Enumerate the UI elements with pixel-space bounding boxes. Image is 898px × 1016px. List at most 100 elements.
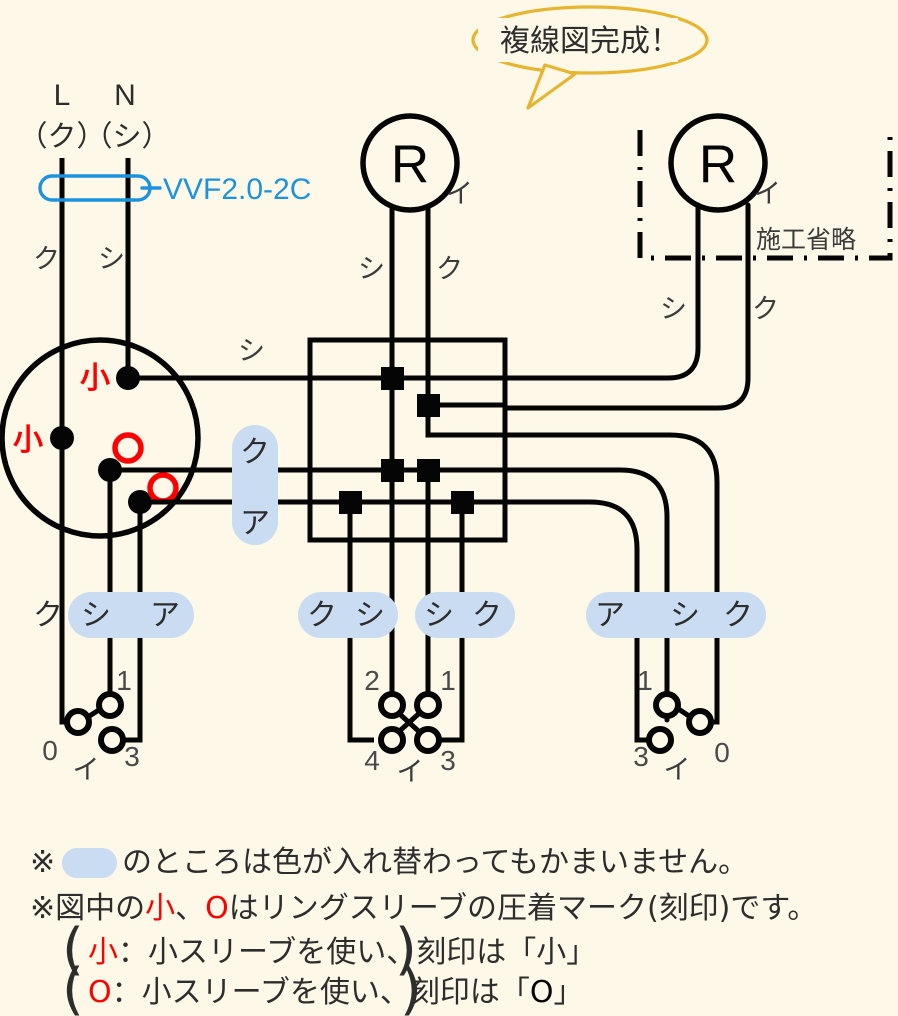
connector-square-5 <box>339 491 362 514</box>
note4-black-o: O <box>530 975 554 1010</box>
switch-mid-num-2: 2 <box>364 665 380 696</box>
lamp-right-group: R イ 施工省略 シ ク <box>502 113 893 411</box>
switch-mid-terminal-1[interactable] <box>414 691 442 719</box>
lamp-center-name: イ <box>446 179 473 210</box>
outlet-group: シ 小 小 ク ア <box>0 336 348 720</box>
outlet-vertical-highlight-pill <box>232 425 278 545</box>
switch-left-name: イ <box>73 755 100 786</box>
switch-mid-num-3: 3 <box>440 745 456 776</box>
switch-left-num-3: 3 <box>124 741 140 772</box>
note2-red-sho: 小 <box>145 891 175 926</box>
outlet-node-neutral <box>116 366 140 390</box>
source-neutral-wire-kana: シ <box>98 244 125 275</box>
note-paren-open-top: ( <box>62 917 84 982</box>
note4-text-b: 」 <box>553 975 583 1010</box>
note1-text: のところは色が入れ替わってもかまいません。 <box>122 845 748 880</box>
outlet-circle <box>0 337 201 539</box>
switch-right-terminal-3[interactable] <box>646 726 674 754</box>
svg-text:※図中の小、Oはリングスリーブの圧着マーク(刻印)です。: ※図中の小、Oはリングスリーブの圧着マーク(刻印)です。 <box>30 891 817 926</box>
source-live-wire-kana: ク <box>33 244 60 275</box>
svg-text:小：小スリーブを使い、刻印は「小」: 小：小スリーブを使い、刻印は「小」 <box>88 935 596 970</box>
switch-left-terminal-1[interactable] <box>96 691 124 719</box>
power-source-group: L N （ク） （シ） VVF2.0-2C ク シ <box>18 79 311 438</box>
lamp-right-symbol-letter: R <box>699 135 737 194</box>
source-neutral-letter: N <box>114 79 136 112</box>
outlet-sleeve-top: 小 <box>80 361 110 396</box>
switch-mid-label-b1: ク <box>472 598 502 633</box>
switch-left-num-0: 0 <box>42 735 58 766</box>
switch-mid-terminal-2[interactable] <box>378 691 406 719</box>
outlet-pill-lower-kana: ア <box>240 506 270 541</box>
switch-right-label-0: ア <box>595 598 625 633</box>
balloon-callout: 複線図完成！ <box>471 5 709 110</box>
connector-square-4 <box>417 459 440 482</box>
vvf-cable-marker <box>38 174 162 202</box>
switch-mid-num-4: 4 <box>364 745 380 776</box>
source-live-kana: （ク） <box>18 119 105 153</box>
switch-left-group: 0 1 3 イ <box>42 665 143 786</box>
connector-square-2 <box>417 394 440 417</box>
note-paren-open-bottom: ( <box>62 957 84 1016</box>
switch-right-label-2: ク <box>723 598 753 633</box>
vvf-cable-label: VVF2.0-2C <box>163 173 311 206</box>
outlet-sleeve-left: 小 <box>13 423 43 458</box>
note4-text-a: ：小スリーブを使い、刻印は「 <box>112 975 530 1010</box>
switch-right-num-3: 3 <box>633 741 649 772</box>
note2-comma: 、 <box>175 891 205 926</box>
switch-mid-label-a1: シ <box>355 598 385 633</box>
highlight-pill-right <box>586 592 766 638</box>
junction-box-outline <box>307 337 508 543</box>
switch-right-num-0: 0 <box>714 737 730 768</box>
note2-rest: はリングスリーブの圧着マーク(刻印)です。 <box>229 891 818 926</box>
lamp-center-right-wire-kana: ク <box>436 254 463 285</box>
switch-right-terminal-0[interactable] <box>686 708 714 736</box>
lamp-center-left-wire-kana: シ <box>358 254 385 285</box>
note-paren-close-bottom: ) <box>400 957 422 1016</box>
switch-right-terminal-1[interactable] <box>653 691 681 719</box>
switch-left-label-2: ア <box>150 598 180 633</box>
switch-left-terminal-3[interactable] <box>98 726 126 754</box>
balloon-text: 複線図完成！ <box>500 24 680 59</box>
connector-square-1 <box>381 367 404 390</box>
switch-mid-name: イ <box>397 757 424 788</box>
outlet-pill-upper-kana: ク <box>240 435 270 470</box>
switch-right-name: イ <box>664 755 691 786</box>
switch-mid-label-a0: ク <box>307 598 337 633</box>
lamp-right-left-wire-kana: シ <box>660 294 687 325</box>
kana-label-row: ク シ ア ク シ シ ク ア シ ク <box>33 592 766 638</box>
omit-label: 施工省略 <box>756 225 856 254</box>
highlight-pill-left <box>68 592 194 638</box>
lamp-center-group: R イ シ ク <box>358 113 473 462</box>
svg-text:※: ※ <box>30 845 55 880</box>
lamp-right-symbol-circle <box>668 113 768 213</box>
switch-right-label-1: シ <box>670 598 700 633</box>
source-live-letter: L <box>54 79 71 112</box>
outlet-ring-mark-upper <box>112 432 144 464</box>
outlet-out-kana-top: シ <box>238 336 265 367</box>
switch-mid-terminal-4[interactable] <box>378 726 406 754</box>
switch-mid-label-b0: シ <box>424 598 454 633</box>
note3-text: ：小スリーブを使い、刻印は「小」 <box>118 935 596 970</box>
lamp-center-symbol-circle <box>360 113 460 213</box>
lamp-right-name: イ <box>754 179 781 210</box>
switch-right-num-1: 1 <box>637 665 653 696</box>
switch-mid-terminal-3[interactable] <box>414 726 442 754</box>
note-paren-close-top: ) <box>395 917 417 982</box>
highlight-pill-mid-b <box>415 592 515 638</box>
note1-highlight-swatch <box>62 848 117 878</box>
note2-prefix: ※図中の <box>30 891 145 926</box>
svg-text:O：小スリーブを使い、刻印は「O」: O：小スリーブを使い、刻印は「O」 <box>88 975 583 1010</box>
note2-red-o: O <box>205 891 229 926</box>
source-neutral-kana: （シ） <box>83 119 170 153</box>
switch-left-terminal-0[interactable] <box>64 708 92 736</box>
connector-square-6 <box>451 491 474 514</box>
note4-red-o: O <box>88 975 112 1010</box>
right-branch-wires <box>502 432 720 723</box>
switch-left-label-0: ク <box>33 598 63 633</box>
switch-left-label-1: シ <box>81 598 111 633</box>
switch-left-num-1: 1 <box>116 665 132 696</box>
highlight-pill-mid-a <box>298 592 398 638</box>
note1-prefix: ※ <box>30 845 55 880</box>
switch-mid-num-1: 1 <box>440 665 456 696</box>
